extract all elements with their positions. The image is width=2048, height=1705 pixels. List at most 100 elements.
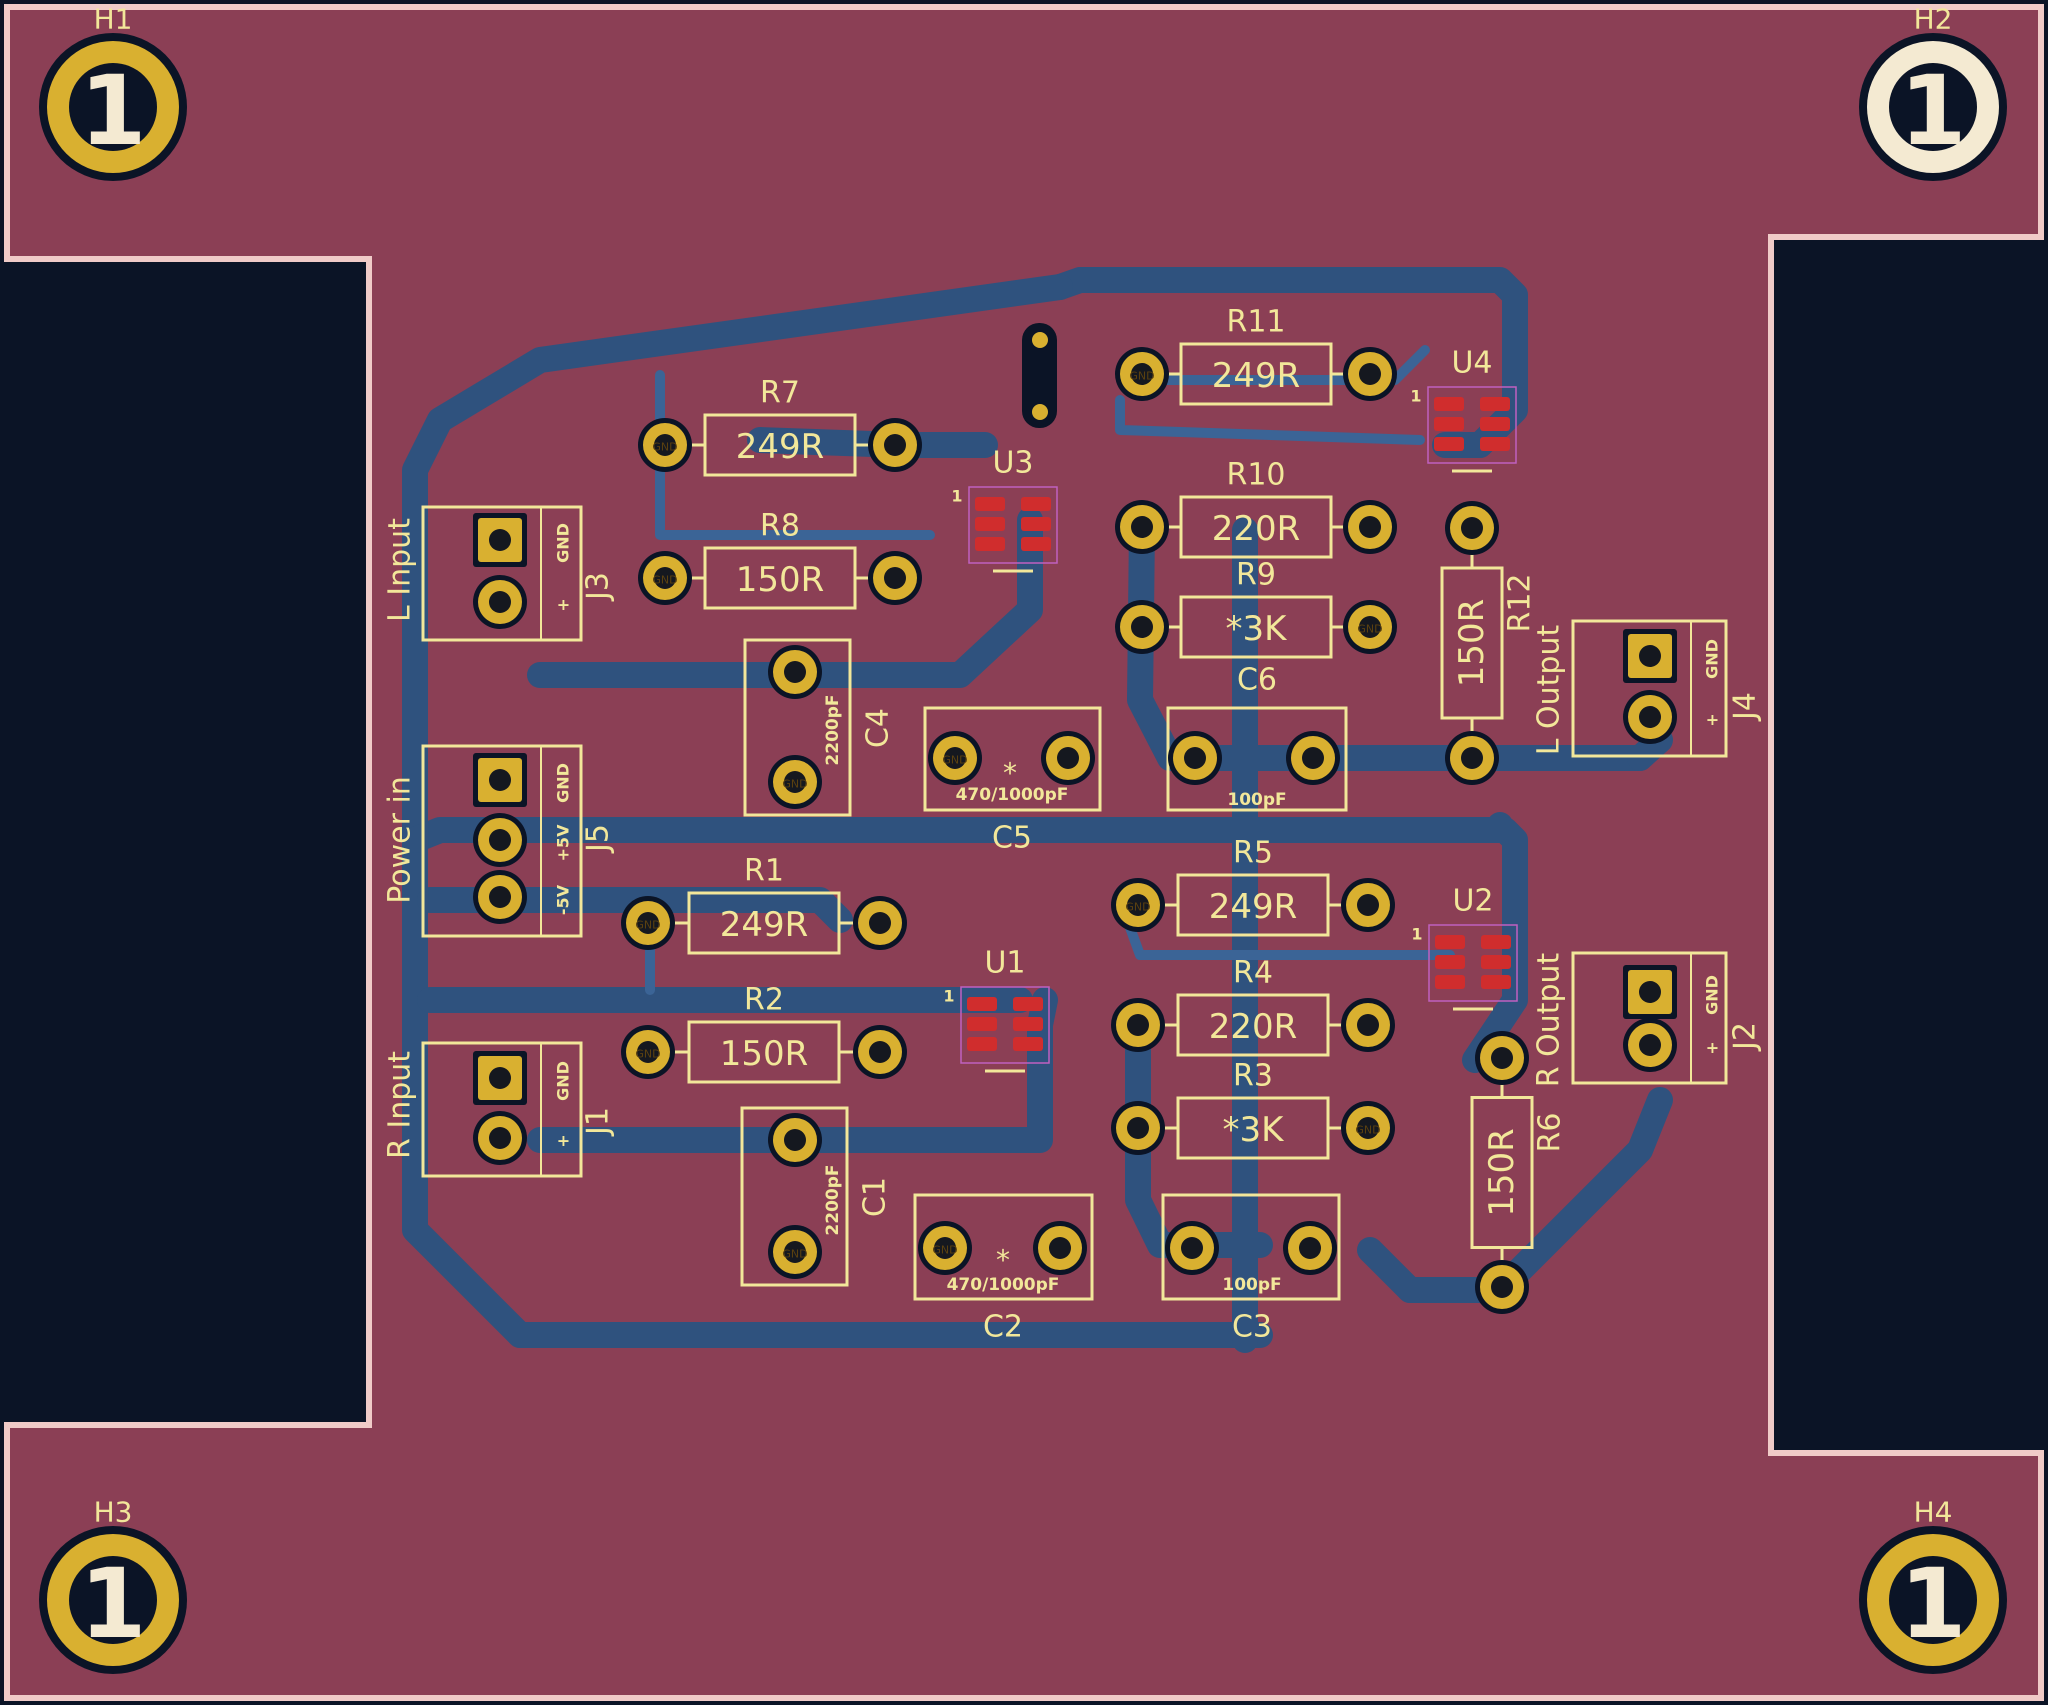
resistor-pad: GND: [1341, 1101, 1395, 1155]
capacitor-c1: 2200pF C1: [740, 1106, 893, 1287]
smd-pad: [1434, 417, 1464, 431]
mounting-hole-h1: 1H1: [39, 3, 187, 181]
resistor-pad: GND: [1343, 600, 1397, 654]
resistor-pad: [1341, 878, 1395, 932]
ic-u3: U31: [951, 446, 1058, 573]
connector-pad: [473, 1111, 527, 1165]
connector-label: Power in: [383, 776, 418, 904]
smd-pad: [1013, 1037, 1043, 1051]
connector-ref: J3: [581, 572, 616, 602]
mounting-hole-pad-number: 1: [80, 55, 147, 167]
connector-pad: [473, 813, 527, 867]
jumper: [1022, 323, 1057, 428]
connector-silk-label: +: [554, 1134, 573, 1147]
connector-silk-label: GND: [554, 763, 573, 803]
capacitor-body: [740, 1106, 849, 1287]
resistor-pad: [1445, 501, 1499, 555]
resistor-body: [1440, 566, 1504, 720]
ic-pin1-marker: 1: [951, 487, 962, 506]
resistor-pad: GND: [1111, 878, 1165, 932]
resistor-value: 249R: [720, 905, 809, 945]
capacitor-pad: [1283, 1221, 1337, 1275]
copper-trace: [402, 817, 1528, 1073]
resistor-ref: R2: [744, 983, 784, 1018]
smd-pad: [1481, 935, 1511, 949]
capacitor-value: 470/1000pF: [947, 1275, 1060, 1295]
resistor-ref: R1: [744, 854, 784, 889]
resistor-ref: R5: [1233, 836, 1273, 871]
pad-net-label: GND: [635, 919, 660, 932]
square-pad: [473, 1051, 527, 1105]
smd-pad: [1435, 935, 1465, 949]
smd-pad: [1013, 997, 1043, 1011]
ic-pin1-marker: 1: [1410, 387, 1421, 406]
resistor-pad: [1343, 500, 1397, 554]
capacitor-body: [1166, 706, 1348, 812]
resistor-pad: [1115, 500, 1169, 554]
pad-net-label: GND: [635, 1048, 660, 1061]
pad-net-label: GND: [942, 754, 967, 767]
connector-silk-label: +: [554, 598, 573, 611]
pad-net-label: GND: [782, 778, 807, 791]
connector-silk-label: +: [1703, 713, 1722, 726]
resistor-pad: [1111, 1101, 1165, 1155]
connector-silk-label: GND: [1703, 975, 1722, 1015]
capacitor-body: [913, 1193, 1094, 1301]
capacitor-mark: *: [996, 1244, 1010, 1277]
capacitor-value: 2200pF: [823, 1164, 843, 1235]
smd-pad: [1481, 955, 1511, 969]
resistor-pad: [1445, 731, 1499, 785]
resistor-body: [1470, 1096, 1534, 1249]
connector-silk-label: GND: [554, 523, 573, 563]
copper-trace: [1115, 395, 1425, 445]
resistor-value: 220R: [1212, 509, 1301, 549]
pad-net-label: GND: [1355, 1124, 1380, 1137]
pad-net-label: GND: [652, 441, 677, 454]
ic-ref: U1: [984, 946, 1025, 981]
capacitor-pad: [768, 1113, 822, 1167]
mounting-hole-pad-number: 1: [1900, 1548, 1967, 1660]
smd-pad: [1480, 417, 1510, 431]
smd-pad: [1481, 975, 1511, 989]
connector-label: L Input: [383, 518, 418, 622]
smd-pad: [1021, 537, 1051, 551]
resistor-value: 249R: [1209, 887, 1298, 927]
smd-pad: [1435, 955, 1465, 969]
resistor-value: *3K: [1226, 609, 1289, 649]
pad-net-label: GND: [1125, 901, 1150, 914]
resistor-pad: [1111, 998, 1165, 1052]
capacitor-ref: C1: [858, 1177, 893, 1217]
connector-label: L Output: [1532, 625, 1567, 756]
capacitor-ref: C2: [983, 1310, 1023, 1345]
connector-pad: [1623, 1018, 1677, 1072]
copper-trace: [527, 507, 1043, 688]
ic-u2: U21: [1411, 884, 1518, 1011]
ic-u4: U41: [1410, 346, 1517, 473]
resistor-value: 150R: [736, 560, 825, 600]
pad-net-label: GND: [932, 1244, 957, 1257]
connector-ref: J1: [581, 1107, 616, 1137]
capacitor-pad: [1168, 731, 1222, 785]
resistor-pad: [868, 418, 922, 472]
connector-ref: J2: [1728, 1022, 1763, 1052]
pad-net-label: GND: [1357, 623, 1382, 636]
ic-courtyard: [960, 986, 1050, 1064]
pad-net-label: GND: [1129, 370, 1154, 383]
smd-pad: [1435, 975, 1465, 989]
copper-trace: [417, 887, 853, 933]
mounting-hole-ref: H4: [1914, 1496, 1953, 1529]
capacitor-pad: [1033, 1221, 1087, 1275]
resistor-pad: [868, 551, 922, 605]
resistor-body: [1176, 1096, 1330, 1160]
capacitor-value: 100pF: [1222, 1275, 1281, 1295]
connector-outline: [421, 744, 583, 938]
square-pad: [473, 513, 527, 567]
capacitor-ref: C5: [992, 821, 1032, 856]
ic-courtyard: [968, 486, 1058, 564]
mounting-hole-h4: 1 H4: [1859, 1496, 2007, 1674]
